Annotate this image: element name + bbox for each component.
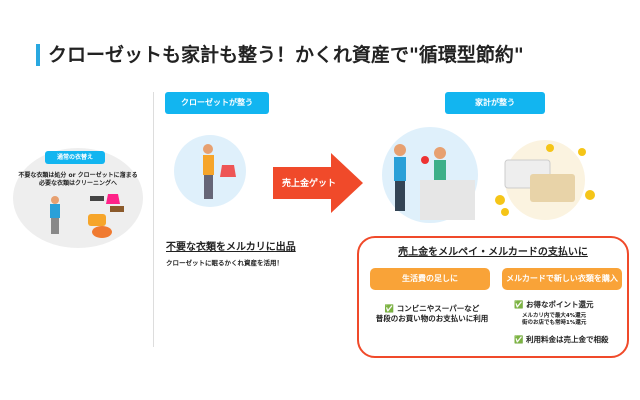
point-text: お得なポイント還元 — [525, 300, 594, 309]
left-desc-1: 不要な衣類は処分 or クローゼットに溜まる — [18, 172, 138, 179]
check-icon: ✅ — [384, 304, 395, 313]
living-line2: 普段のお買い物のお支払いに利用 — [375, 314, 489, 323]
living-cost-label: 生活費の足しに — [370, 268, 490, 290]
point-sub1: メルカリ内で最大4%還元 — [522, 313, 587, 319]
page-title: クローゼットも家計も整う！かくれ資産で"循環型節約" — [36, 44, 524, 66]
living-cost-desc: ✅ コンビニやスーパーなど普段のお買い物のお支払いに利用 — [370, 304, 494, 324]
check-icon: ✅ — [514, 335, 524, 344]
card-illustration — [495, 140, 595, 220]
closet-illustration-left — [13, 148, 143, 248]
closet-illustration — [174, 135, 246, 207]
normal-label: 通常の衣替え — [45, 151, 105, 164]
closet-sub: クローゼットに眠るかくれ資産を活用！ — [166, 259, 283, 267]
clothes-illustration — [50, 194, 124, 238]
payment-heading: 売上金をメルペイ・メルカードの支払いに — [398, 247, 588, 258]
new-clothes-label: メルカードで新しい衣類を購入 — [502, 268, 622, 290]
divider — [153, 92, 154, 347]
left-desc-2: 必要な衣類はクリーニングへ — [38, 180, 117, 187]
household-label: 家計が整う — [445, 92, 545, 114]
offset-line: ✅ 利用料金は売上金で相殺 — [514, 334, 608, 345]
check-icon: ✅ — [514, 300, 524, 309]
payment-box — [357, 236, 629, 358]
point-sub2: 街のお店でも常時1%還元 — [522, 320, 587, 326]
point-line: ✅ お得なポイント還元 — [514, 299, 593, 310]
closet-heading: 不要な衣類をメルカリに出品 — [166, 242, 296, 253]
offset-text: 利用料金は売上金で相殺 — [525, 335, 609, 344]
arrow-label: 売上金ゲット — [281, 179, 336, 189]
arrow-icon — [273, 153, 363, 213]
living-line1: コンビニやスーパーなど — [396, 304, 480, 313]
closet-label: クローゼットが整う — [165, 92, 269, 114]
shop-illustration — [382, 127, 478, 223]
